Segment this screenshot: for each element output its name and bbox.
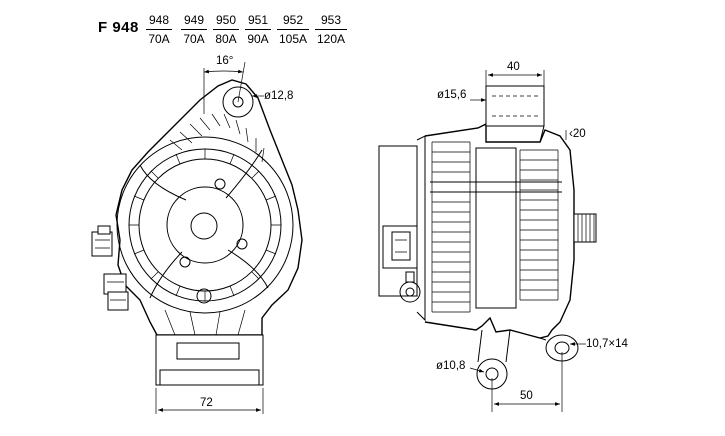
- side-terminal-nut: [405, 271, 415, 283]
- variant-current: 70A: [183, 32, 205, 46]
- side-rear-cap: [378, 145, 418, 297]
- side-stator-band: [475, 147, 517, 309]
- bottom-width-label: 50: [520, 390, 533, 402]
- front-boss-outer: [166, 186, 244, 264]
- variant-current: 120A: [316, 32, 346, 46]
- side-top-ear-hole: [492, 95, 540, 117]
- side-right-lug-arm: [539, 337, 547, 341]
- variant-952: 952 105A: [277, 13, 309, 47]
- front-spokes: [139, 149, 269, 299]
- variant-number: 948: [146, 13, 172, 30]
- front-view: 16° ø12,8 72: [91, 55, 303, 414]
- front-top-fins: [169, 113, 265, 163]
- side-tie-rod: [430, 181, 562, 193]
- front-mount-hole: [232, 96, 244, 108]
- front-bolt-1: [214, 178, 226, 190]
- variant-current: 105A: [278, 32, 308, 46]
- side-shaft-splines: [577, 214, 595, 242]
- top-diameter-label: ø15,6: [437, 89, 466, 101]
- angle-label: 16°: [216, 55, 233, 67]
- front-bolt-2: [236, 238, 248, 250]
- hole-diameter-label: ø12,8: [264, 90, 293, 102]
- front-bolt-3: [179, 256, 191, 268]
- side-bottom-lug-arm: [477, 329, 511, 363]
- slot-label: 10,7×14: [586, 338, 628, 350]
- front-fan-vanes: [129, 149, 281, 301]
- bottom-diameter-label: ø10,8: [436, 360, 465, 372]
- variant-950: 950 80A: [213, 13, 239, 47]
- variant-number: 951: [245, 13, 271, 30]
- front-bottom-plate: [159, 369, 260, 386]
- variant-number: 952: [277, 13, 309, 30]
- front-terminal: [176, 342, 240, 360]
- front-bolt-4: [196, 288, 212, 304]
- side-shaft: [573, 213, 597, 243]
- side-rear-flange: [416, 135, 426, 322]
- width-label: 72: [200, 397, 213, 409]
- model-label: F 948: [98, 19, 139, 36]
- gap-label: ‹20: [569, 128, 586, 140]
- variant-951: 951 90A: [245, 13, 271, 47]
- side-top-ear: [485, 85, 545, 127]
- side-terminal-inner: [405, 287, 415, 297]
- bottom-diameter-leader: [469, 367, 485, 373]
- variant-number: 953: [315, 13, 347, 30]
- variant-number: 949: [181, 13, 207, 30]
- side-left-fins: [431, 141, 471, 313]
- angle-line-tilted: [237, 61, 246, 103]
- variant-953: 953 120A: [315, 13, 347, 47]
- side-housing-outline: [424, 122, 575, 339]
- front-left-connectors: [91, 225, 129, 311]
- side-top-ear-neck: [485, 125, 545, 143]
- front-housing-outline: [115, 79, 303, 336]
- width-extension-lines: [155, 388, 264, 414]
- bottom-width-extension-lines: [491, 352, 563, 412]
- front-outer-ring: [116, 136, 294, 314]
- angle-arc: [203, 69, 244, 74]
- top-width-label: 40: [507, 61, 520, 73]
- front-lower-ribs: [164, 309, 246, 336]
- top-width-extension-lines: [485, 70, 545, 88]
- front-shaft: [190, 212, 218, 240]
- front-mount-ear: [222, 86, 254, 118]
- front-ring-3: [138, 158, 272, 292]
- variant-949: 949 70A: [181, 13, 207, 47]
- variant-current: 90A: [247, 32, 269, 46]
- variant-current: 70A: [148, 32, 170, 46]
- variant-948: 948 70A: [146, 13, 172, 47]
- side-view: 40 ø15,6 ‹20 10,7×14 ø10,8 50: [378, 61, 628, 412]
- variant-number: 950: [213, 13, 239, 30]
- side-right-fins: [519, 149, 559, 301]
- side-connector-plug: [391, 231, 411, 261]
- variant-current: 80A: [215, 32, 237, 46]
- side-connector-pins: [395, 239, 407, 253]
